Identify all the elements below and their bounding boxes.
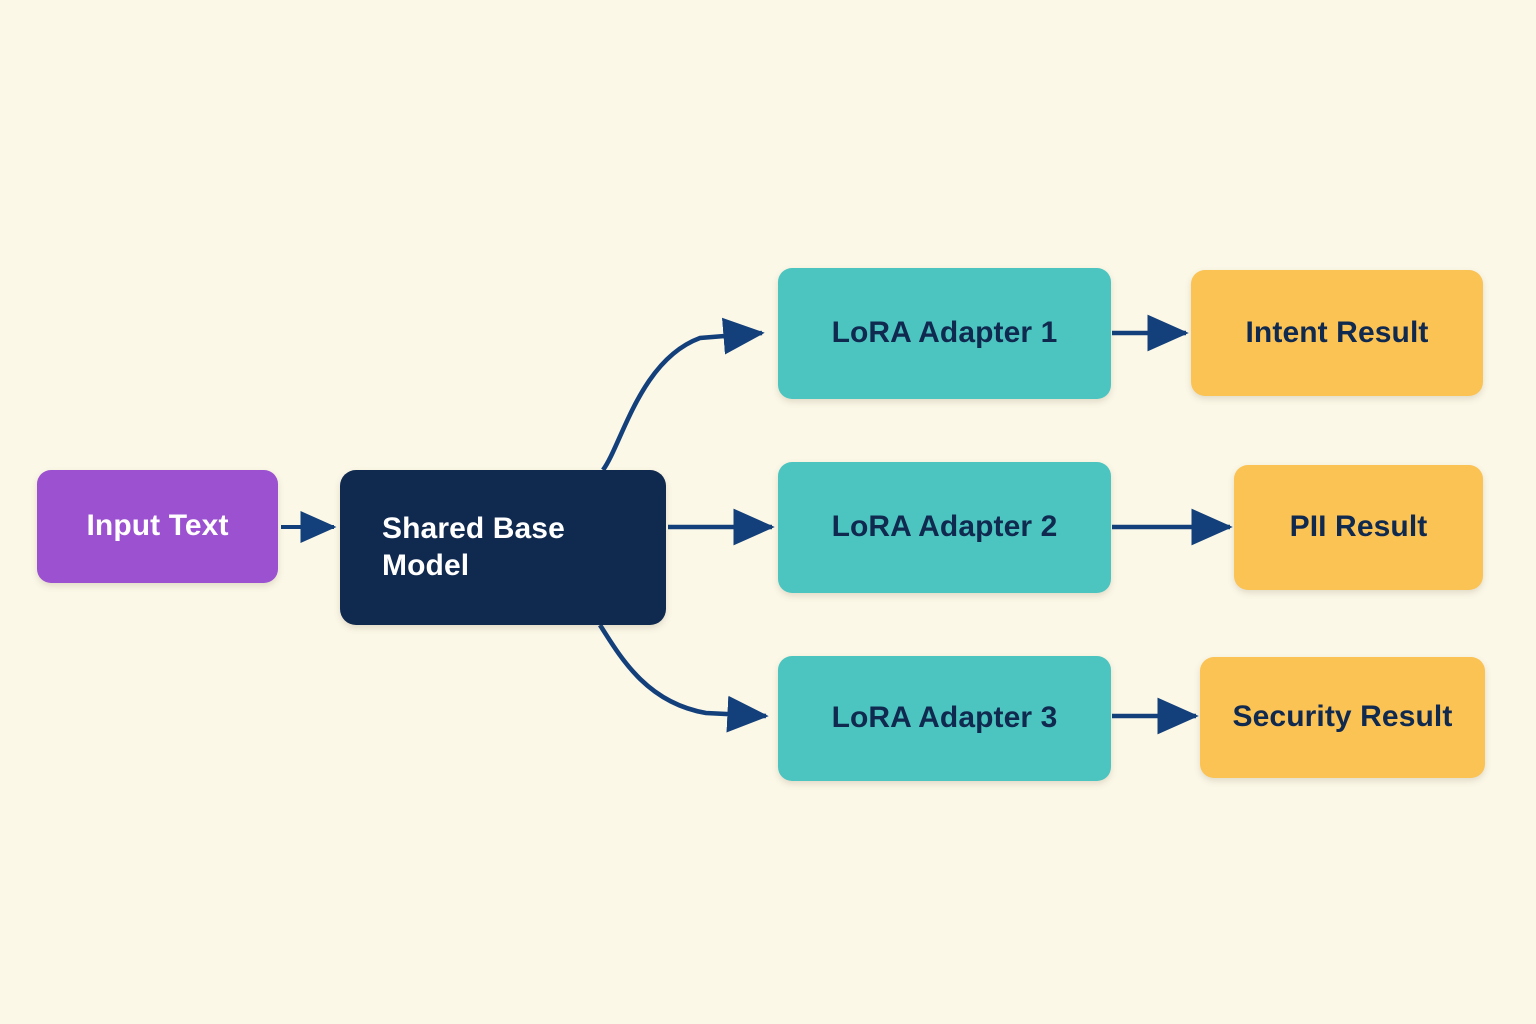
node-pii-result[interactable]: PII Result [1234,465,1483,590]
node-input-text-label: Input Text [86,509,229,543]
node-lora-adapter-2[interactable]: LoRA Adapter 2 [778,462,1111,593]
node-security-result[interactable]: Security Result [1200,657,1485,778]
edge-base-to-adapter-1 [601,317,765,472]
node-lora-adapter-3-label: LoRA Adapter 3 [831,701,1058,735]
node-lora-adapter-3[interactable]: LoRA Adapter 3 [778,656,1111,781]
node-intent-result[interactable]: Intent Result [1191,270,1483,396]
node-input-text[interactable]: Input Text [37,470,278,583]
node-pii-result-label: PII Result [1289,510,1428,544]
node-intent-result-label: Intent Result [1245,315,1429,349]
node-shared-base-model[interactable]: Shared Base Model [340,470,666,625]
node-shared-base-model-label: Shared Base Model [382,511,565,582]
node-lora-adapter-1-label: LoRA Adapter 1 [831,316,1058,350]
edge-base-to-adapter-3 [598,623,769,733]
node-lora-adapter-2-label: LoRA Adapter 2 [831,510,1058,544]
node-security-result-label: Security Result [1232,700,1453,734]
node-lora-adapter-1[interactable]: LoRA Adapter 1 [778,268,1111,399]
